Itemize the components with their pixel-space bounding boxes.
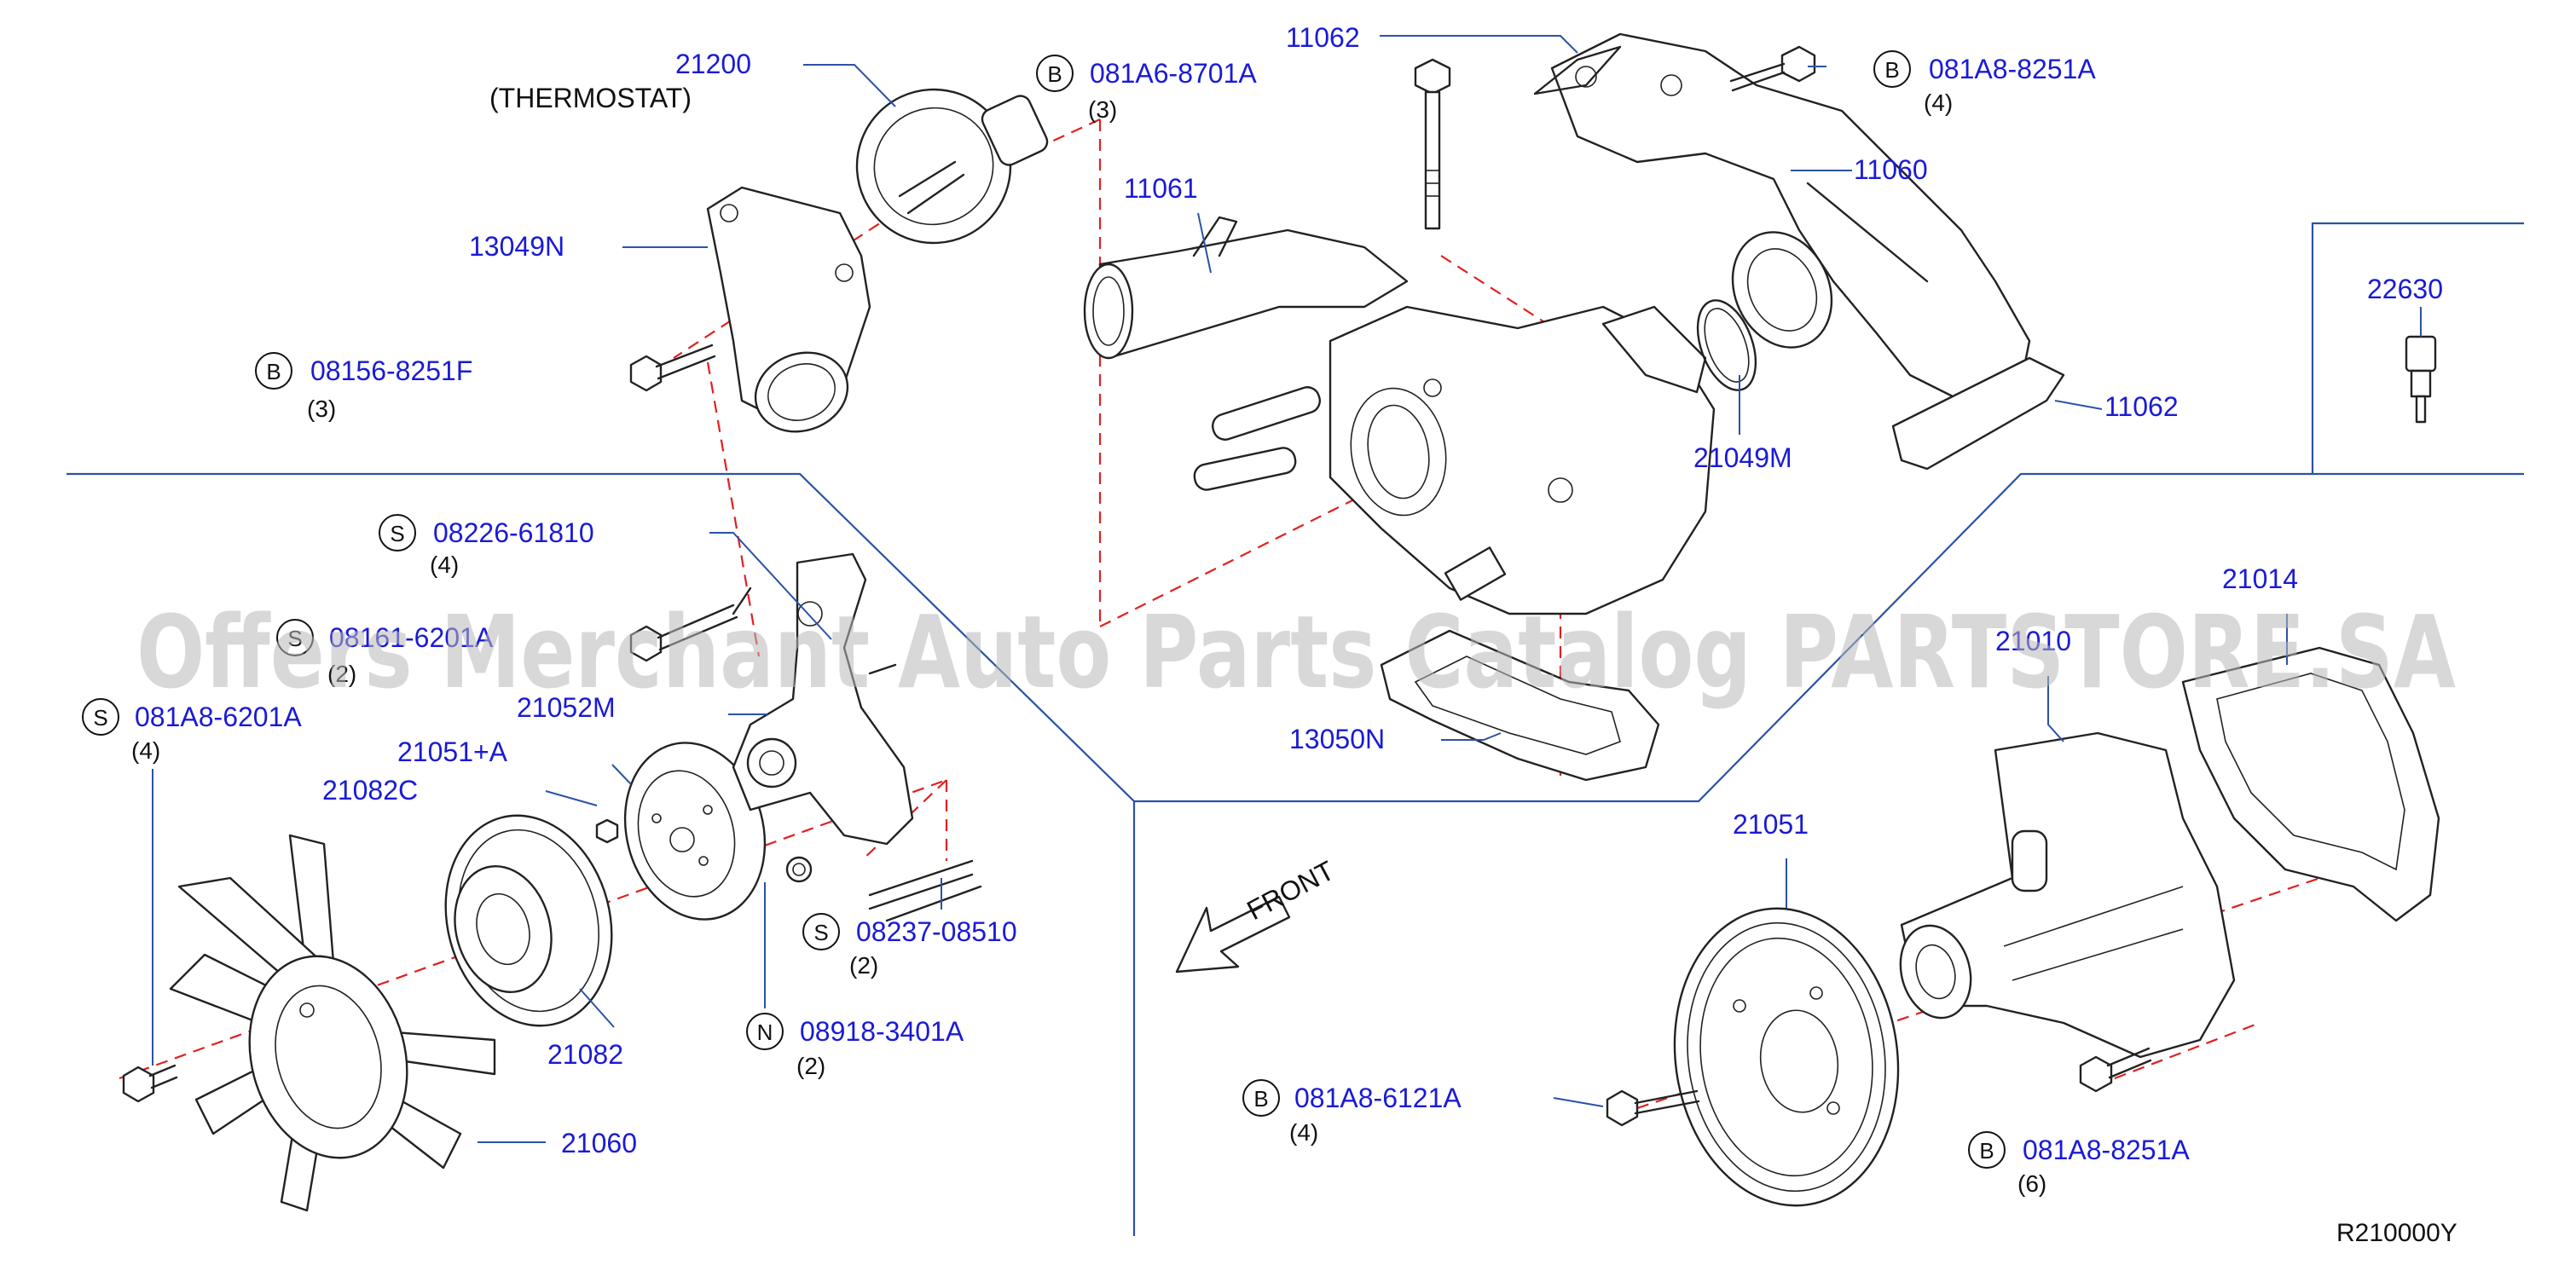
part-number-08226-61810: 08226-61810	[433, 517, 594, 548]
qty-081a6-8701a: (3)	[1088, 96, 1117, 123]
svg-text:B: B	[1047, 61, 1062, 87]
label-thermostat: (THERMOSTAT)	[489, 83, 692, 113]
fan-21060	[169, 834, 496, 1212]
label-22630: 22630	[2367, 274, 2443, 304]
part-number-081a8-8251a-top: 081A8-8251A	[1929, 54, 2096, 84]
gasket-13050n	[1380, 629, 1660, 782]
water-pump-21010	[1899, 731, 2236, 1059]
bolt-081a6-8701a	[1414, 58, 1451, 230]
section-dividers	[67, 222, 2524, 1236]
pulley-21051	[1673, 907, 1900, 1207]
front-label: FRONT	[1242, 855, 1339, 927]
svg-text:S: S	[93, 705, 107, 731]
gasket-21014	[2181, 646, 2440, 922]
thermostat-part	[855, 88, 1049, 245]
bolt-081a8-6201a	[122, 1064, 178, 1103]
callout-b-081a8-8251a-top: B 081A8-8251A (4)	[1873, 50, 2096, 116]
part-number-081a6-8701a: 081A6-8701A	[1090, 58, 1257, 89]
thermostat-housing-part	[706, 186, 871, 433]
part-number-081a8-6121a: 081A8-6121A	[1294, 1083, 1462, 1113]
callout-s-081a8-6201a: S 081A8-6201A (4)	[82, 698, 302, 764]
part-number-08237-08510: 08237-08510	[856, 916, 1017, 947]
part-number-08918-3401a: 08918-3401A	[800, 1016, 964, 1047]
qty-08918-3401a: (2)	[796, 1053, 825, 1079]
pulley-21051a	[623, 742, 767, 921]
gasket-11062-top	[1533, 45, 1622, 95]
water-pipe-11060	[1550, 32, 2031, 402]
bolt-081a8-8251a-bottom	[2079, 1047, 2152, 1093]
svg-text:S: S	[287, 626, 302, 651]
label-11062-top: 11062	[1286, 22, 1360, 53]
label-21049m: 21049M	[1693, 442, 1792, 473]
part-number-08161-6201a: 08161-6201A	[329, 622, 494, 653]
part-number-081a8-6201a: 081A8-6201A	[135, 702, 302, 732]
qty-081a8-8251a-top: (4)	[1924, 90, 1953, 116]
label-11060: 11060	[1854, 154, 1928, 185]
qty-081a8-6121a: (4)	[1289, 1119, 1318, 1146]
bracket-21052m	[732, 552, 914, 846]
part-number-081a8-8251a-bottom: 081A8-8251A	[2023, 1135, 2190, 1165]
label-21060: 21060	[561, 1128, 637, 1158]
leader-lines	[152, 35, 2422, 1143]
bolt-081a8-8251a-top	[1729, 45, 1816, 92]
label-11062-right: 11062	[2104, 391, 2179, 422]
water-outlet-body	[1193, 305, 1716, 615]
qty-081a8-8251a-bottom: (6)	[2017, 1170, 2046, 1197]
gasket-11062-right	[1891, 356, 2065, 471]
water-inlet-11061	[1083, 216, 1409, 360]
svg-text:S: S	[813, 920, 828, 945]
callout-b-081a6-8701a: B 081A6-8701A (3)	[1036, 55, 1257, 123]
watermark: Offers Merchant Auto Parts Catalog PARTS…	[136, 593, 2456, 711]
svg-text:B: B	[1253, 1086, 1268, 1112]
callout-n-08918-3401a: N 08918-3401A (2)	[746, 1013, 964, 1079]
studs-08237	[868, 859, 982, 922]
fan-clutch-21082	[444, 814, 613, 1027]
svg-text:B: B	[1884, 57, 1899, 83]
label-21200: 21200	[675, 49, 751, 79]
qty-081a8-6201a: (4)	[131, 737, 160, 764]
qty-08156-8251f: (3)	[307, 396, 336, 422]
callout-b-08156-8251f: B 08156-8251F (3)	[255, 352, 472, 422]
qty-08226-61810: (4)	[430, 552, 459, 578]
front-arrow: FRONT	[1175, 855, 1340, 973]
bolt-08156	[629, 344, 716, 392]
svg-text:B: B	[1979, 1138, 1994, 1164]
label-21010: 21010	[1995, 626, 2071, 656]
callout-b-081a8-8251a-bottom: B 081A8-8251A (6)	[1968, 1131, 2190, 1197]
label-13050n: 13050N	[1289, 724, 1385, 754]
label-21082c: 21082C	[322, 775, 418, 806]
svg-text:B: B	[266, 359, 281, 384]
nut-08918	[785, 856, 813, 883]
callout-b-081a8-6121a: B 081A8-6121A (4)	[1242, 1079, 1462, 1146]
part-number-08156-8251f: 08156-8251F	[310, 355, 472, 386]
bolts-upper-bracket	[629, 586, 897, 675]
qty-08161-6201a: (2)	[327, 661, 356, 687]
temperature-sensor-22630	[2405, 335, 2437, 424]
nut-21082c	[595, 818, 619, 844]
bolt-081a8-6121a	[1606, 1089, 1700, 1127]
diagram-reference: R210000Y	[2336, 1219, 2457, 1247]
label-11061: 11061	[1124, 173, 1198, 204]
label-13049n: 13049N	[469, 231, 564, 262]
label-21052m: 21052M	[517, 692, 616, 723]
callout-s-08226-61810: S 08226-61810 (4)	[379, 514, 594, 578]
label-21051: 21051	[1733, 809, 1809, 840]
svg-text:N: N	[757, 1020, 773, 1045]
label-21082: 21082	[547, 1039, 623, 1070]
callout-s-08161-6201a: S 08161-6201A (2)	[276, 619, 494, 687]
callout-s-08237-08510: S 08237-08510 (2)	[802, 913, 1017, 979]
label-21014: 21014	[2222, 563, 2298, 594]
qty-08237-08510: (2)	[849, 952, 878, 979]
label-21051a: 21051+A	[397, 736, 508, 767]
svg-text:S: S	[390, 521, 404, 546]
